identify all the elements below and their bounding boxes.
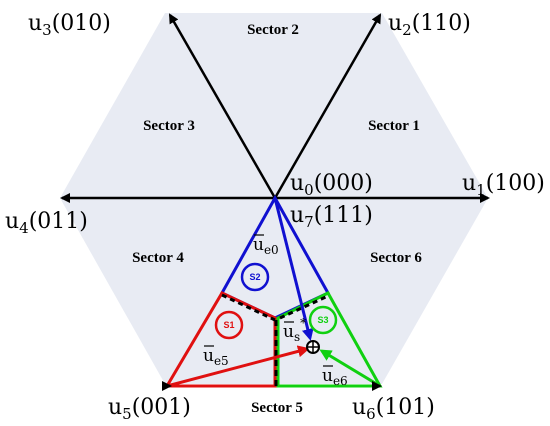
error-vector-ue0-arrow bbox=[273, 197, 314, 341]
sector-5-label: Sector 5 bbox=[251, 400, 303, 416]
region-s3-label: S3 bbox=[317, 315, 328, 325]
sector-2-label: Sector 2 bbox=[247, 22, 299, 38]
region-s2-marker bbox=[240, 262, 270, 292]
error-vector-ue6-label: ue6 bbox=[322, 366, 348, 388]
sector-3-label: Sector 3 bbox=[143, 118, 195, 134]
vector-u2-arrow bbox=[273, 13, 382, 199]
sector-6-label: Sector 6 bbox=[370, 250, 422, 266]
region-s3-boundary bbox=[276, 291, 383, 388]
sector-1-label: Sector 1 bbox=[368, 118, 420, 134]
vector-u5-label: u5(001) bbox=[108, 395, 191, 423]
region-s3-marker bbox=[308, 305, 338, 335]
error-vector-ue0-label: ue0 bbox=[253, 235, 279, 257]
vector-u1-label: u1(100) bbox=[462, 171, 545, 199]
vector-u0-label: u0(000) bbox=[290, 171, 373, 199]
vector-u4-label: u4(011) bbox=[5, 209, 88, 237]
dashed-boundary-left bbox=[221, 293, 276, 322]
error-vector-ue5-label-group: ue5 bbox=[203, 345, 229, 368]
error-vector-ue5-label: ue5 bbox=[203, 346, 229, 368]
region-s2-label: S2 bbox=[249, 272, 260, 282]
error-vector-ue6-label-group: ue6 bbox=[322, 365, 348, 388]
reference-vector-us-label-group: us* bbox=[283, 316, 306, 344]
vector-u2-label: u2(110) bbox=[388, 11, 471, 39]
vector-u3-arrow bbox=[168, 13, 277, 199]
vector-u7-label: u7(111) bbox=[290, 203, 373, 231]
reference-vector-us-label: us* bbox=[283, 316, 306, 344]
error-vector-ue0-label-group: ue0 bbox=[253, 234, 279, 257]
region-s1-label: S1 bbox=[223, 320, 234, 330]
error-vector-ue5-arrow bbox=[166, 345, 310, 388]
vector-u3-label: u3(010) bbox=[28, 11, 111, 39]
vector-u6-label: u6(101) bbox=[352, 395, 435, 423]
error-vector-ue6-arrow bbox=[319, 349, 381, 388]
sector-4-label: Sector 4 bbox=[132, 250, 184, 266]
region-s1-marker bbox=[214, 310, 244, 340]
